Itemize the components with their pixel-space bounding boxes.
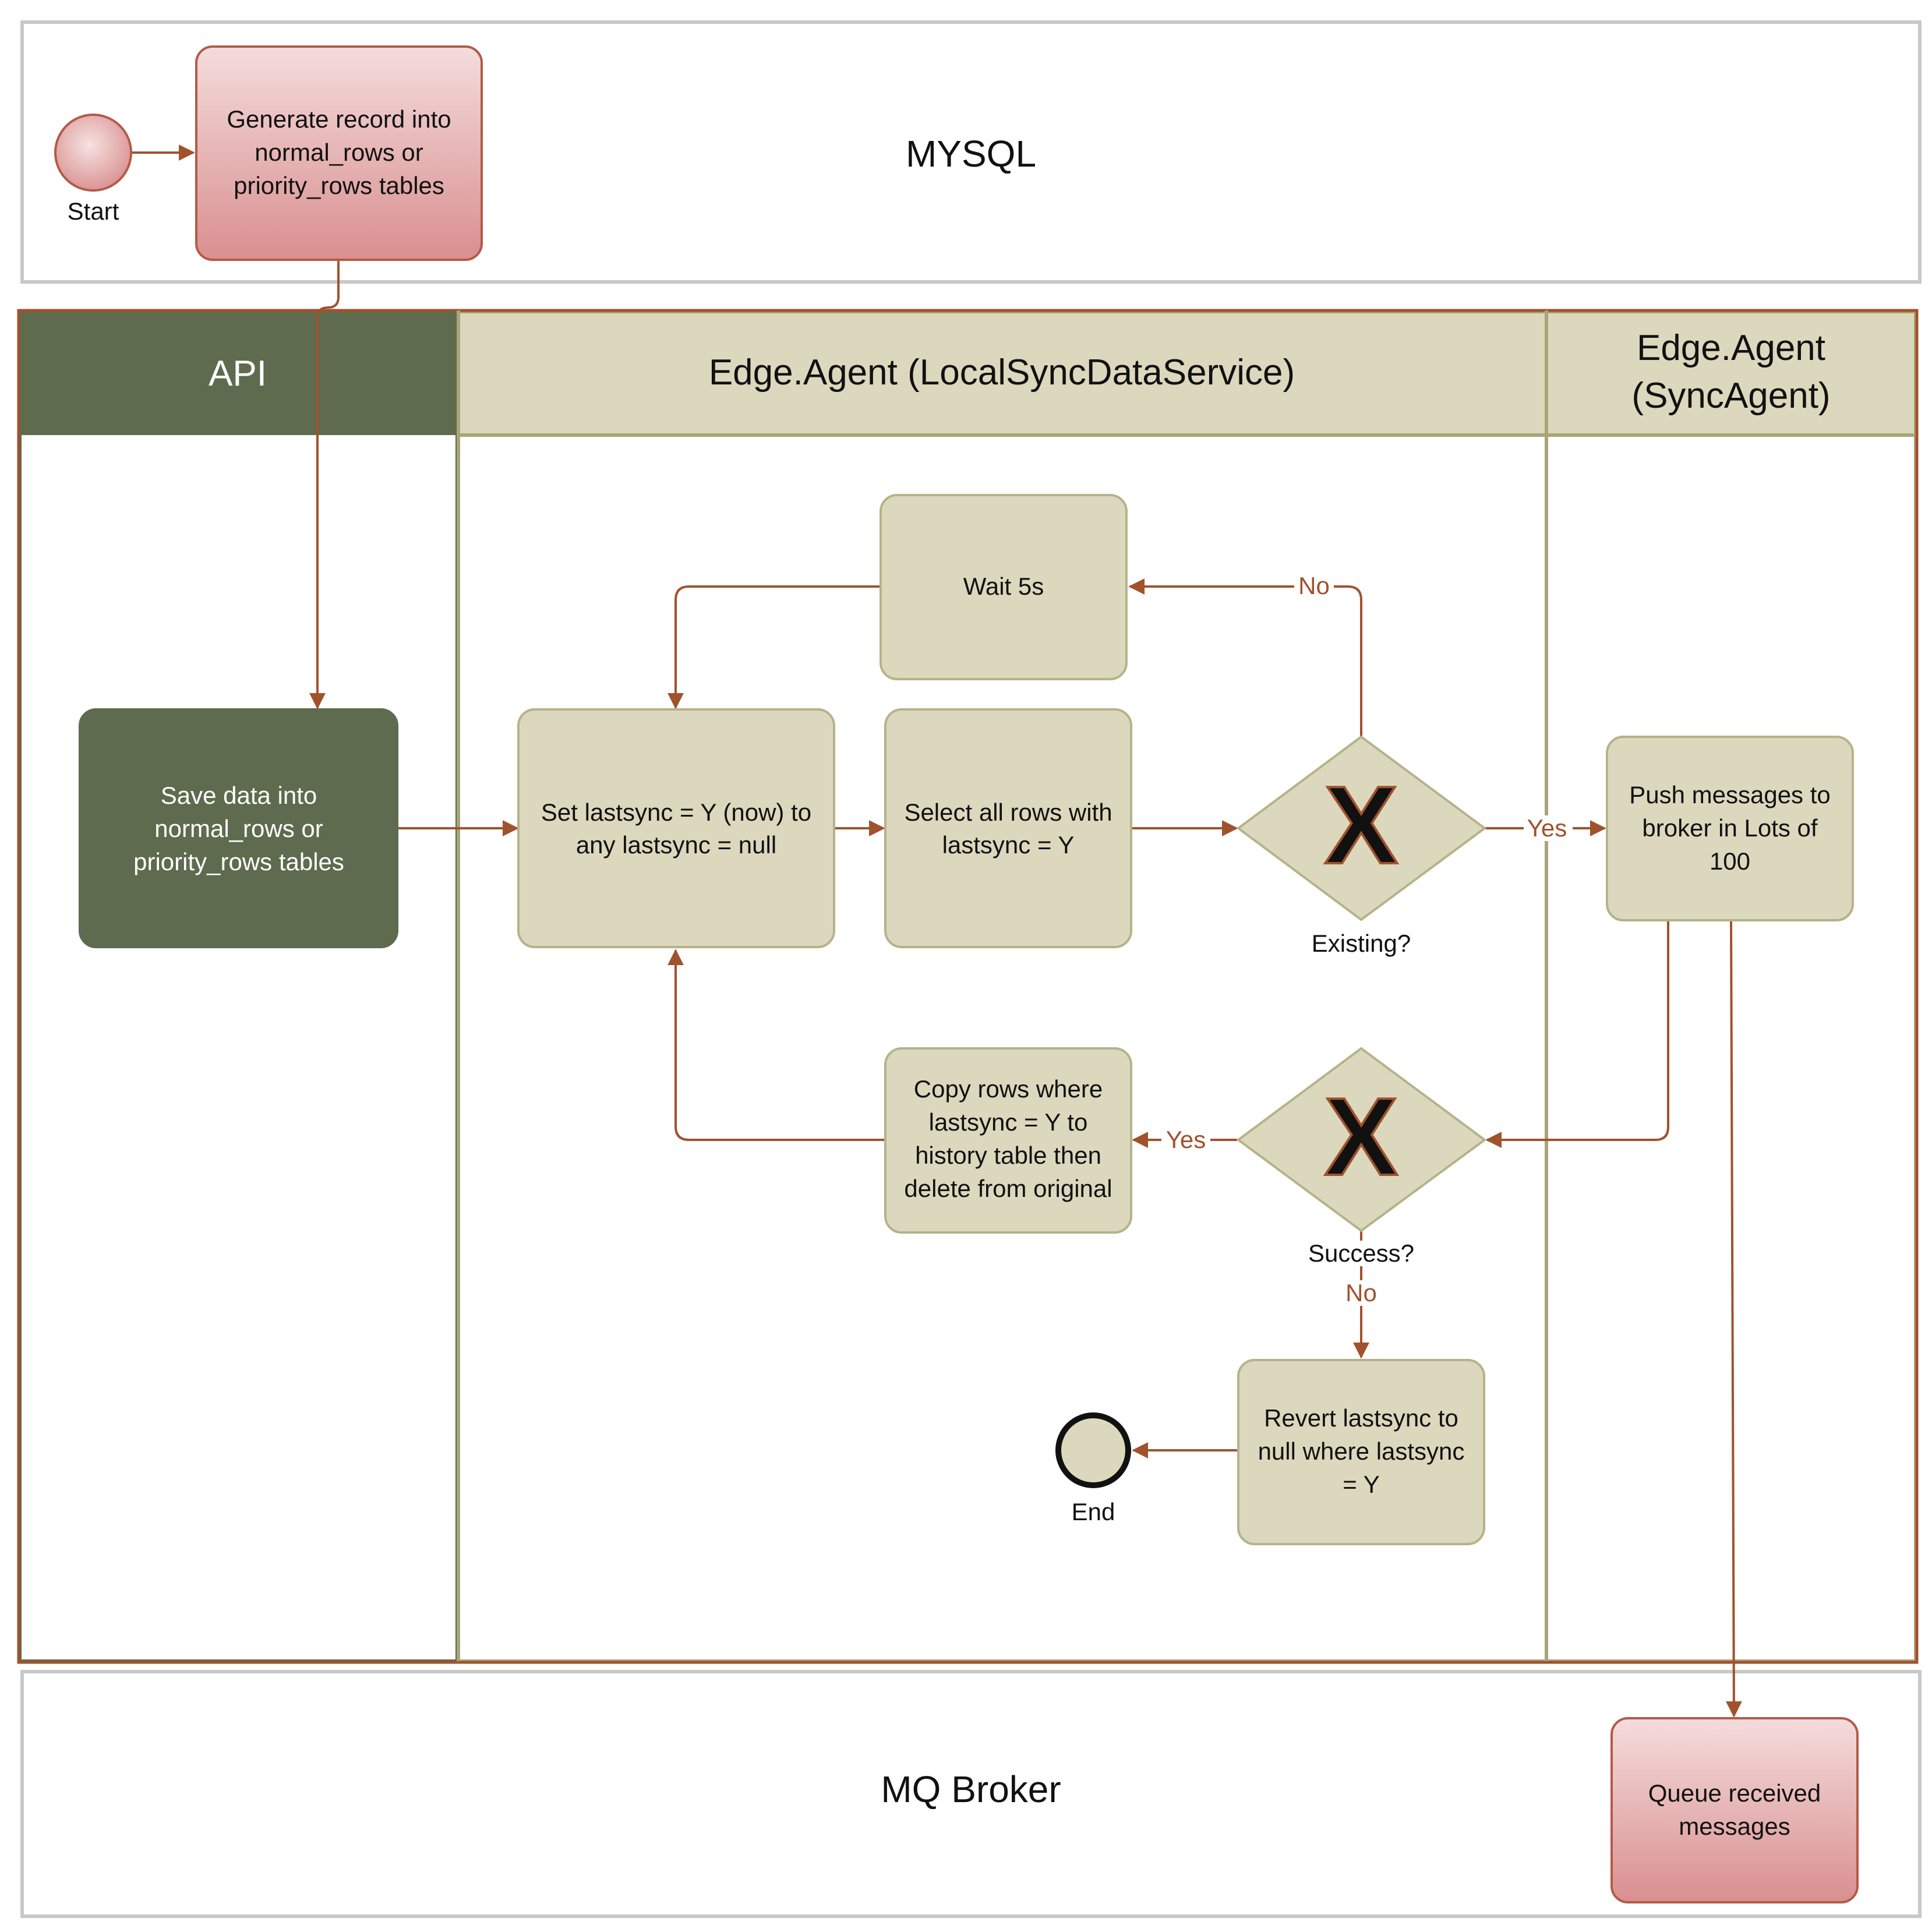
api-lane [18,310,459,1663]
syncagent-lane-header [1545,310,1917,437]
save-task-line1: Save data into [161,782,317,809]
connector-push-success [1485,920,1669,1148]
wait-task: Wait 5s [880,494,1128,680]
generate-task-line3: priority_rows tables [234,172,444,199]
mysql-pool-title: MYSQL [906,133,1036,175]
generate-record-task: Generate record into normal_rows or prio… [195,45,483,261]
revert-lastsync-task: Revert lastsync to null where lastsync =… [1237,1359,1485,1545]
api-lane-title: API [209,354,267,394]
connectors [132,144,1742,1718]
queue-messages-task: Queue received messages [1610,1717,1859,1903]
copy-task-line1: Copy rows where [914,1075,1103,1103]
set-lastsync-task: Set lastsync = Y (now) to any lastsync =… [517,708,835,948]
connector-copy-set [667,949,885,1141]
connector-push-queue [1725,920,1742,1718]
mq-broker-pool: MQ Broker [20,1670,1922,1918]
revert-task-line3: = Y [1343,1471,1379,1498]
existing-gateway-x-icon: X [1325,764,1398,887]
select-rows-task: Select all rows with lastsync = Y [884,708,1132,948]
localsync-lane-title: Edge.Agent (LocalSyncDataService) [709,352,1295,393]
localsync-lane-header [457,310,1548,437]
lanes-outer-border [17,309,1919,1664]
edge-label-no-success: No [1345,1279,1377,1306]
copy-rows-task: Copy rows where lastsync = Y to history … [884,1047,1132,1234]
lanes-pool: API Edge.Agent (LocalSyncDataService) Ed… [17,309,1919,1664]
generate-task-line2: normal_rows or [255,139,423,166]
set-task-line2: any lastsync = null [576,831,776,859]
copy-task-line4: delete from original [904,1175,1112,1202]
edge-label-yes-success: Yes [1166,1126,1206,1153]
connector-generate-save [309,260,340,709]
push-task-line2: broker in Lots of [1642,814,1817,842]
save-data-task: Save data into normal_rows or priority_r… [79,708,398,948]
edge-labels: No Yes Yes No [1161,572,1573,1306]
save-task-line3: priority_rows tables [133,848,344,875]
select-task-line2: lastsync = Y [942,831,1075,859]
revert-task-line2: null where lastsync [1258,1437,1465,1465]
success-gateway: X Success? [1236,1047,1487,1267]
edge-label-yes-existing: Yes [1527,814,1567,842]
connector-wait-set [667,585,881,709]
mq-broker-pool-title: MQ Broker [881,1768,1061,1810]
connector-existing-wait [1128,578,1362,737]
success-gateway-label: Success? [1308,1239,1414,1267]
wait-task-label: Wait 5s [963,573,1044,600]
select-task-line1: Select all rows with [904,799,1112,826]
copy-task-line3: history table then [915,1142,1101,1169]
push-task-line3: 100 [1710,847,1750,875]
api-lane-header [20,312,457,435]
end-event: End [1055,1412,1131,1525]
queue-task-line2: messages [1679,1813,1790,1840]
existing-gateway: X Existing? [1236,735,1487,957]
success-gateway-x-icon: X [1325,1075,1398,1199]
push-messages-task: Push messages to broker in Lots of 100 [1606,736,1854,921]
syncagent-lane-title-line1: Edge.Agent [1637,328,1825,368]
start-event: Start [54,114,132,225]
edge-label-no-existing: No [1298,572,1330,599]
copy-task-line2: lastsync = Y to [929,1108,1088,1136]
set-task-line1: Set lastsync = Y (now) to [541,799,811,826]
generate-task-line1: Generate record into [227,105,451,133]
queue-task-line1: Queue received [1648,1779,1821,1807]
syncagent-lane-title-line2: (SyncAgent) [1631,376,1830,416]
end-label: End [1072,1498,1115,1525]
save-task-line2: normal_rows or [154,815,323,842]
revert-task-line1: Revert lastsync to [1264,1404,1458,1432]
start-label: Start [68,197,119,225]
push-task-line1: Push messages to [1629,781,1831,808]
existing-gateway-label: Existing? [1312,930,1411,957]
